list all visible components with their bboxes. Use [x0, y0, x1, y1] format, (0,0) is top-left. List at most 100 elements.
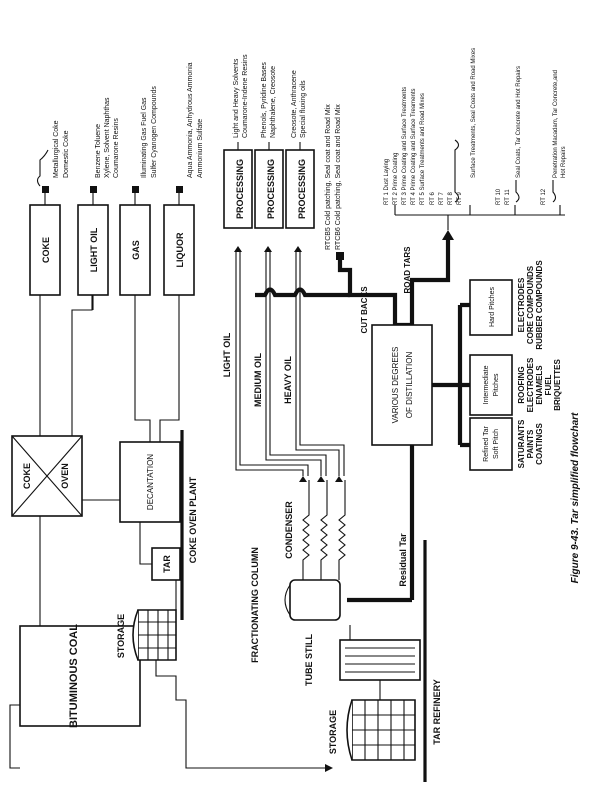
rt-group-3-use: Seal Coats, Tar Concrete and Hot Repairs	[516, 66, 522, 178]
coke-oven-plant-label: COKE OVEN PLANT	[188, 476, 198, 563]
liquor-box-label: LIQUOR	[175, 232, 185, 267]
coke-oven-label-b: OVEN	[60, 463, 70, 489]
hard-pitches-label: Hard Pitches	[489, 286, 496, 327]
distillation-label-1: VARIOUS DEGREES	[391, 347, 400, 424]
rt6: RT 6	[430, 192, 436, 205]
light-oil-box-label: LIGHT OIL	[89, 227, 99, 272]
use-rubber-compounds: RUBBER COMPOUNDS	[535, 260, 544, 350]
light-oil-box	[77, 204, 109, 296]
medium-oil-proc-products-2: Naphthalene, Creosote	[270, 66, 277, 138]
refined-tar-label-2: Soft Pitch	[493, 429, 500, 459]
tar-label: TAR	[162, 555, 172, 573]
tube-still-label: TUBE STILL	[304, 634, 314, 686]
figure-caption: Figure 9-43. Tar simplified flowchart	[570, 412, 581, 583]
heavy-oil-proc-products-1: Creosote, Anthracene	[291, 70, 298, 138]
coke-products-2: Domestic Coke	[63, 130, 70, 178]
heavy-oil-flow-label: HEAVY OIL	[283, 356, 293, 404]
coal-label: BITUMINOUS COAL	[68, 624, 80, 728]
light-oil-products-2: Xylene, Solvent Naphthas	[104, 97, 111, 178]
light-oil-flow-label: LIGHT OIL	[222, 332, 232, 377]
bituminous-coal-box	[19, 625, 141, 727]
use-electrodes: ELECTRODES	[526, 357, 535, 412]
condenser	[299, 476, 346, 580]
rt-group-3: RT 10 RT 11	[496, 188, 511, 205]
distillation-box	[371, 324, 433, 446]
tar-refinery-label: TAR REFINERY	[432, 679, 442, 745]
rt-group-4-use-2: Hot Repairs	[561, 146, 567, 178]
gas-products-2: Sulfer Cyanogen Compounds	[151, 86, 158, 178]
coke-box-label: COKE	[41, 237, 51, 263]
liquor-products-2: Ammonium Sulfate	[197, 119, 204, 178]
hard-pitch-uses: ELECTRODES CORE COMPOUNDS RUBBER COMPOUN…	[517, 260, 544, 350]
medium-oil-proc-products-1: Phenols, Pyridine Bases	[261, 62, 268, 138]
rt-group-2-use: Surface Treatments, Seal Coats and Road …	[471, 48, 477, 178]
refinery-storage-label: STORAGE	[328, 710, 338, 754]
cut-backs-pipe	[337, 260, 412, 328]
heavy-oil-proc-products-2: Special fluxing oils	[300, 80, 307, 138]
use-enamels: ENAMELS	[535, 365, 544, 405]
coke-oven-label-a: COKE	[22, 463, 32, 489]
rt11: RT 11	[505, 189, 511, 205]
intermediate-label-1: Intermediate	[483, 365, 490, 404]
intermediate-pitch-uses: ROOFING ELECTRODES ENAMELS FUEL BRIQUETT…	[517, 357, 562, 412]
processing-label-heavy: PROCESSING	[297, 159, 307, 219]
fractionating-column-label: FRACTIONATING COLUMN	[250, 547, 260, 663]
light-oil-proc-products-1: Light and Heavy Solvents	[233, 58, 240, 138]
use-briquettes: BRIQUETTES	[553, 359, 562, 411]
soft-pitch-uses: SATURANTS PAINTS COATINGS	[517, 419, 544, 468]
processing-label-medium: PROCESSING	[266, 159, 276, 219]
cut-backs-label: CUT BACKS	[360, 286, 369, 334]
road-tars-label: ROAD TARS	[403, 246, 412, 294]
light-oil-line	[235, 250, 304, 476]
rt4: RT 4 Prime Coating and Surface Treaments	[411, 88, 417, 205]
coke-oven: COKE OVEN	[11, 435, 83, 517]
plant-storage-label: STORAGE	[116, 614, 126, 658]
processing-box-light	[223, 149, 253, 229]
condenser-label: CONDENSER	[284, 501, 294, 559]
intermediate-pitches-box	[469, 354, 513, 416]
rt5: RT 5 Surface Treatments and Road Mixes	[420, 93, 426, 205]
rt8: RT 8	[448, 192, 454, 205]
road-tars-pipe	[409, 240, 451, 325]
light-oil-products-3: Coumarone Resins	[113, 118, 120, 178]
refinery-storage-tank	[346, 699, 416, 761]
intermediate-label-2: Pitches	[493, 373, 500, 396]
rt-group-4-use-1: Penetration Macadam, Tar Concrete,and	[553, 70, 559, 178]
distillation-label-2: OF DISTILLATION	[405, 352, 414, 419]
fractionating-column	[284, 579, 341, 621]
use-core-compounds: CORE COMPOUNDS	[526, 265, 535, 344]
gas-box-label: GAS	[131, 240, 141, 260]
rt-group-4: RT 12	[541, 188, 547, 205]
rtcb5-text: RTCB5 Cold patching, Seal coat and Road …	[325, 104, 332, 250]
rtcb6-text: RTCB6 Cold patching, Seal coat and Road …	[335, 104, 342, 250]
road-tar-grade-line	[394, 205, 565, 230]
rt1: RT 1 Dust Laying	[384, 159, 390, 205]
light-oil-proc-products-2: Coumarone-Indene Resins	[242, 54, 249, 138]
use-saturants: SATURANTS	[517, 419, 526, 468]
rt-group-2: RT 6 RT 7 RT 8 RT 9	[430, 192, 463, 205]
rt2: RT 2 Prime Coating	[393, 153, 399, 205]
rt3: RT 3 Prime Coating and Surface Treatment…	[402, 87, 408, 205]
use-paints: PAINTS	[526, 429, 535, 458]
residual-tar-label: Residual Tar	[398, 533, 408, 587]
use-fuel: FUEL	[544, 374, 553, 395]
processing-label-light: PROCESSING	[235, 159, 245, 219]
coke-products-1: Metallurgical Coke	[53, 120, 60, 178]
use-roofing: ROOFING	[517, 366, 526, 403]
liquor-products-1: Aqua Ammonia, Anhydrous Ammonia	[187, 62, 194, 178]
tube-still	[339, 639, 421, 681]
decantation-label: DECANTATION	[146, 454, 155, 510]
gas-products-1: Illuminating Gas Fuel Gas	[141, 97, 148, 178]
refined-tar-box	[469, 417, 513, 471]
pitch-pipe	[432, 305, 463, 445]
medium-oil-flow-label: MEDIUM OIL	[253, 353, 263, 407]
rt9: RT 9	[457, 192, 463, 205]
rt7: RT 7	[439, 192, 445, 205]
light-oil-products-1: Benzene Toluene	[95, 124, 102, 178]
hard-pitches-box	[469, 279, 513, 336]
rt12: RT 12	[541, 188, 547, 205]
coke-box	[29, 204, 61, 296]
rt10: RT 10	[496, 188, 502, 205]
refined-tar-label-1: Refined Tar	[483, 425, 490, 461]
